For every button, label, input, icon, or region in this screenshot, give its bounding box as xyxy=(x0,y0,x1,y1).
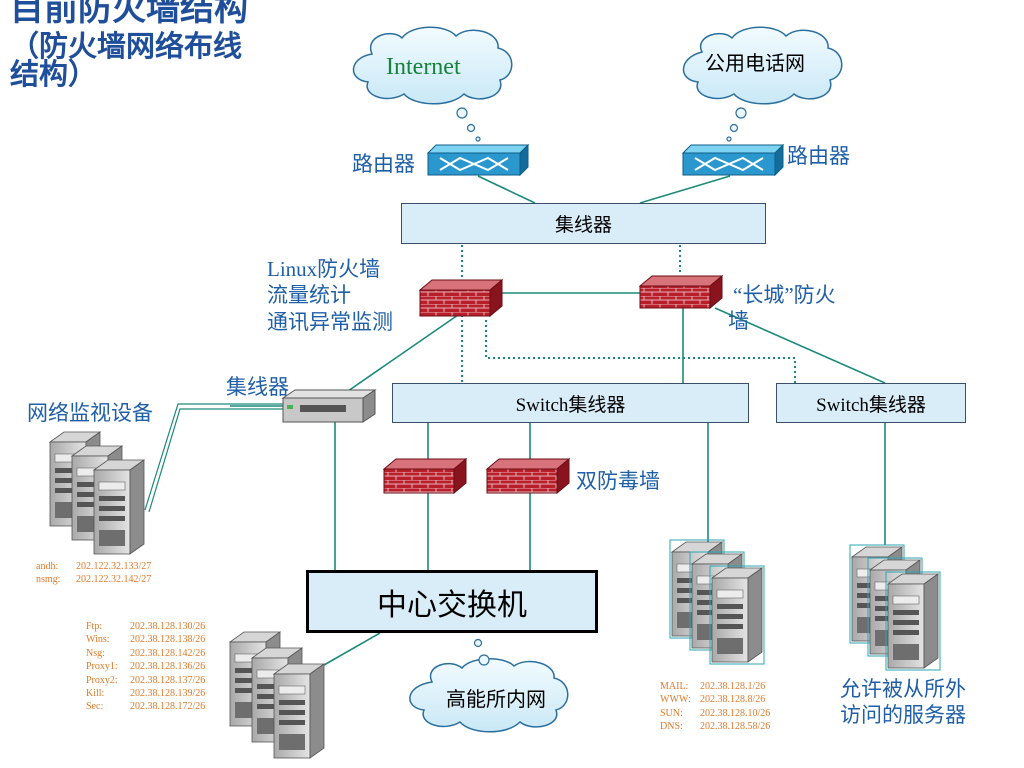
cloud-intranet xyxy=(409,658,569,733)
server-ip-row: WWW: 202.38.128.8/26 xyxy=(660,693,770,706)
server-name: Sec: xyxy=(86,701,104,713)
dmz-server-stack xyxy=(669,539,765,665)
antivirus-wall-icon-1 xyxy=(382,457,468,495)
server-ip-row: Proxy1: 202.38.128.136/26 xyxy=(86,660,205,673)
linux-firewall-label: Linux防火墙 流量统计 通讯异常监测 xyxy=(267,256,393,335)
router-icon-left xyxy=(426,143,530,177)
cloud-internet xyxy=(352,26,513,105)
public-server-line: 访问的服务器 xyxy=(840,703,966,728)
greatwall-firewall-icon xyxy=(638,274,724,310)
switch-left-box: Switch集线器 xyxy=(392,383,749,423)
monitor-server-ip-list: andh: 202.122.32.133/27 nsmg: 202.122.32.14… xyxy=(36,560,151,587)
server-ip-row: SUN: 202.38.128.10/26 xyxy=(660,707,770,720)
greatwall-firewall-label: “长城”防火 xyxy=(733,283,836,307)
internal-server-stack xyxy=(229,631,325,759)
linux-firewall-icon xyxy=(418,278,504,318)
server-ip: 202.38.128.142/26 xyxy=(130,647,206,659)
greatwall-firewall-label-cont: 墙 xyxy=(728,309,749,333)
server-ip: 202.38.128.136/26 xyxy=(130,661,206,673)
phone-network-label: 公用电话网 xyxy=(705,53,805,75)
server-ip: 202.122.32.133/27 xyxy=(76,561,152,572)
monitor-server-stack xyxy=(49,431,145,555)
server-ip-row: Sec: 202.38.128.172/26 xyxy=(86,700,205,713)
network-links xyxy=(230,175,886,674)
page-subtitle: （防火墙网络布线 xyxy=(10,31,243,63)
server-name: Ftp: xyxy=(86,621,103,632)
intranet-label: 高能所内网 xyxy=(446,689,546,711)
server-name: Wins: xyxy=(86,634,110,646)
server-ip-row: nsmg: 202.122.32.142/27 xyxy=(36,573,151,586)
server-name: Proxy1: xyxy=(86,661,118,673)
router-right-label: 路由器 xyxy=(787,144,850,168)
server-ip: 202.38.128.138/26 xyxy=(130,634,206,646)
server-ip: 202.38.128.10/26 xyxy=(700,707,771,719)
server-ip-row: andh: 202.122.32.133/27 xyxy=(36,560,151,573)
server-ip-row: Wins: 202.38.128.138/26 xyxy=(86,633,205,646)
server-name: andh: xyxy=(36,561,59,572)
server-ip-row: MAIL: 202.38.128.1/26 xyxy=(660,680,770,693)
server-ip: 202.38.128.1/26 xyxy=(700,681,766,692)
server-ip: 202.38.128.139/26 xyxy=(130,688,206,700)
cloud-bubbles xyxy=(456,107,747,666)
monitor-hub-icon xyxy=(281,389,377,423)
server-ip-row: DNS: 202.38.128.58/26 xyxy=(660,720,770,733)
public-server-label: 允许被从所外 访问的服务器 xyxy=(840,676,966,729)
server-ip: 202.38.128.58/26 xyxy=(700,721,771,733)
page-title: 目前防火墙结构 xyxy=(10,0,248,28)
server-name: DNS: xyxy=(660,721,683,733)
server-name: Kill: xyxy=(86,688,105,700)
server-name: nsmg: xyxy=(36,574,61,586)
server-name: Proxy2: xyxy=(86,674,118,686)
router-left-label: 路由器 xyxy=(352,152,415,176)
monitor-double-link xyxy=(144,403,283,513)
server-ip-row: Ftp: 202.38.128.130/26 xyxy=(86,620,205,633)
server-ip-row: Nsg: 202.38.128.142/26 xyxy=(86,647,205,660)
server-ip: 202.38.128.137/26 xyxy=(130,674,206,686)
server-name: SUN: xyxy=(660,707,683,719)
linux-firewall-line: Linux防火墙 xyxy=(267,257,381,281)
server-ip: 202.38.128.8/26 xyxy=(700,694,766,706)
top-hub-box: 集线器 xyxy=(401,203,766,244)
antivirus-label: 双防毒墙 xyxy=(576,469,660,493)
server-ip-row: Proxy2: 202.38.128.137/26 xyxy=(86,674,205,687)
server-ip: 202.38.128.172/26 xyxy=(130,701,206,713)
internet-label: Internet xyxy=(386,54,461,80)
monitor-device-label: 网络监视设备 xyxy=(27,401,153,425)
server-ip: 202.122.32.142/27 xyxy=(76,574,152,586)
page-subtitle-cont: 结构） xyxy=(10,59,98,91)
server-ip: 202.38.128.130/26 xyxy=(130,621,206,632)
antivirus-wall-icon-2 xyxy=(485,457,571,495)
cloud-phone xyxy=(682,26,843,105)
dotted-links xyxy=(461,245,796,383)
server-name: Nsg: xyxy=(86,647,105,659)
linux-firewall-line: 流量统计 xyxy=(267,283,351,308)
public-server-line: 允许被从所外 xyxy=(840,677,966,701)
router-icon-right xyxy=(681,143,785,177)
server-ip-row: Kill: 202.38.128.139/26 xyxy=(86,687,205,700)
server-name: MAIL: xyxy=(660,681,689,692)
core-switch-box: 中心交换机 xyxy=(306,570,598,633)
switch-right-box: Switch集线器 xyxy=(776,383,966,423)
linux-firewall-line: 通讯异常监测 xyxy=(267,309,393,334)
server-name: WWW: xyxy=(660,694,691,706)
monitor-hub-label: 集线器 xyxy=(226,375,289,399)
public-server-stack xyxy=(849,544,941,671)
